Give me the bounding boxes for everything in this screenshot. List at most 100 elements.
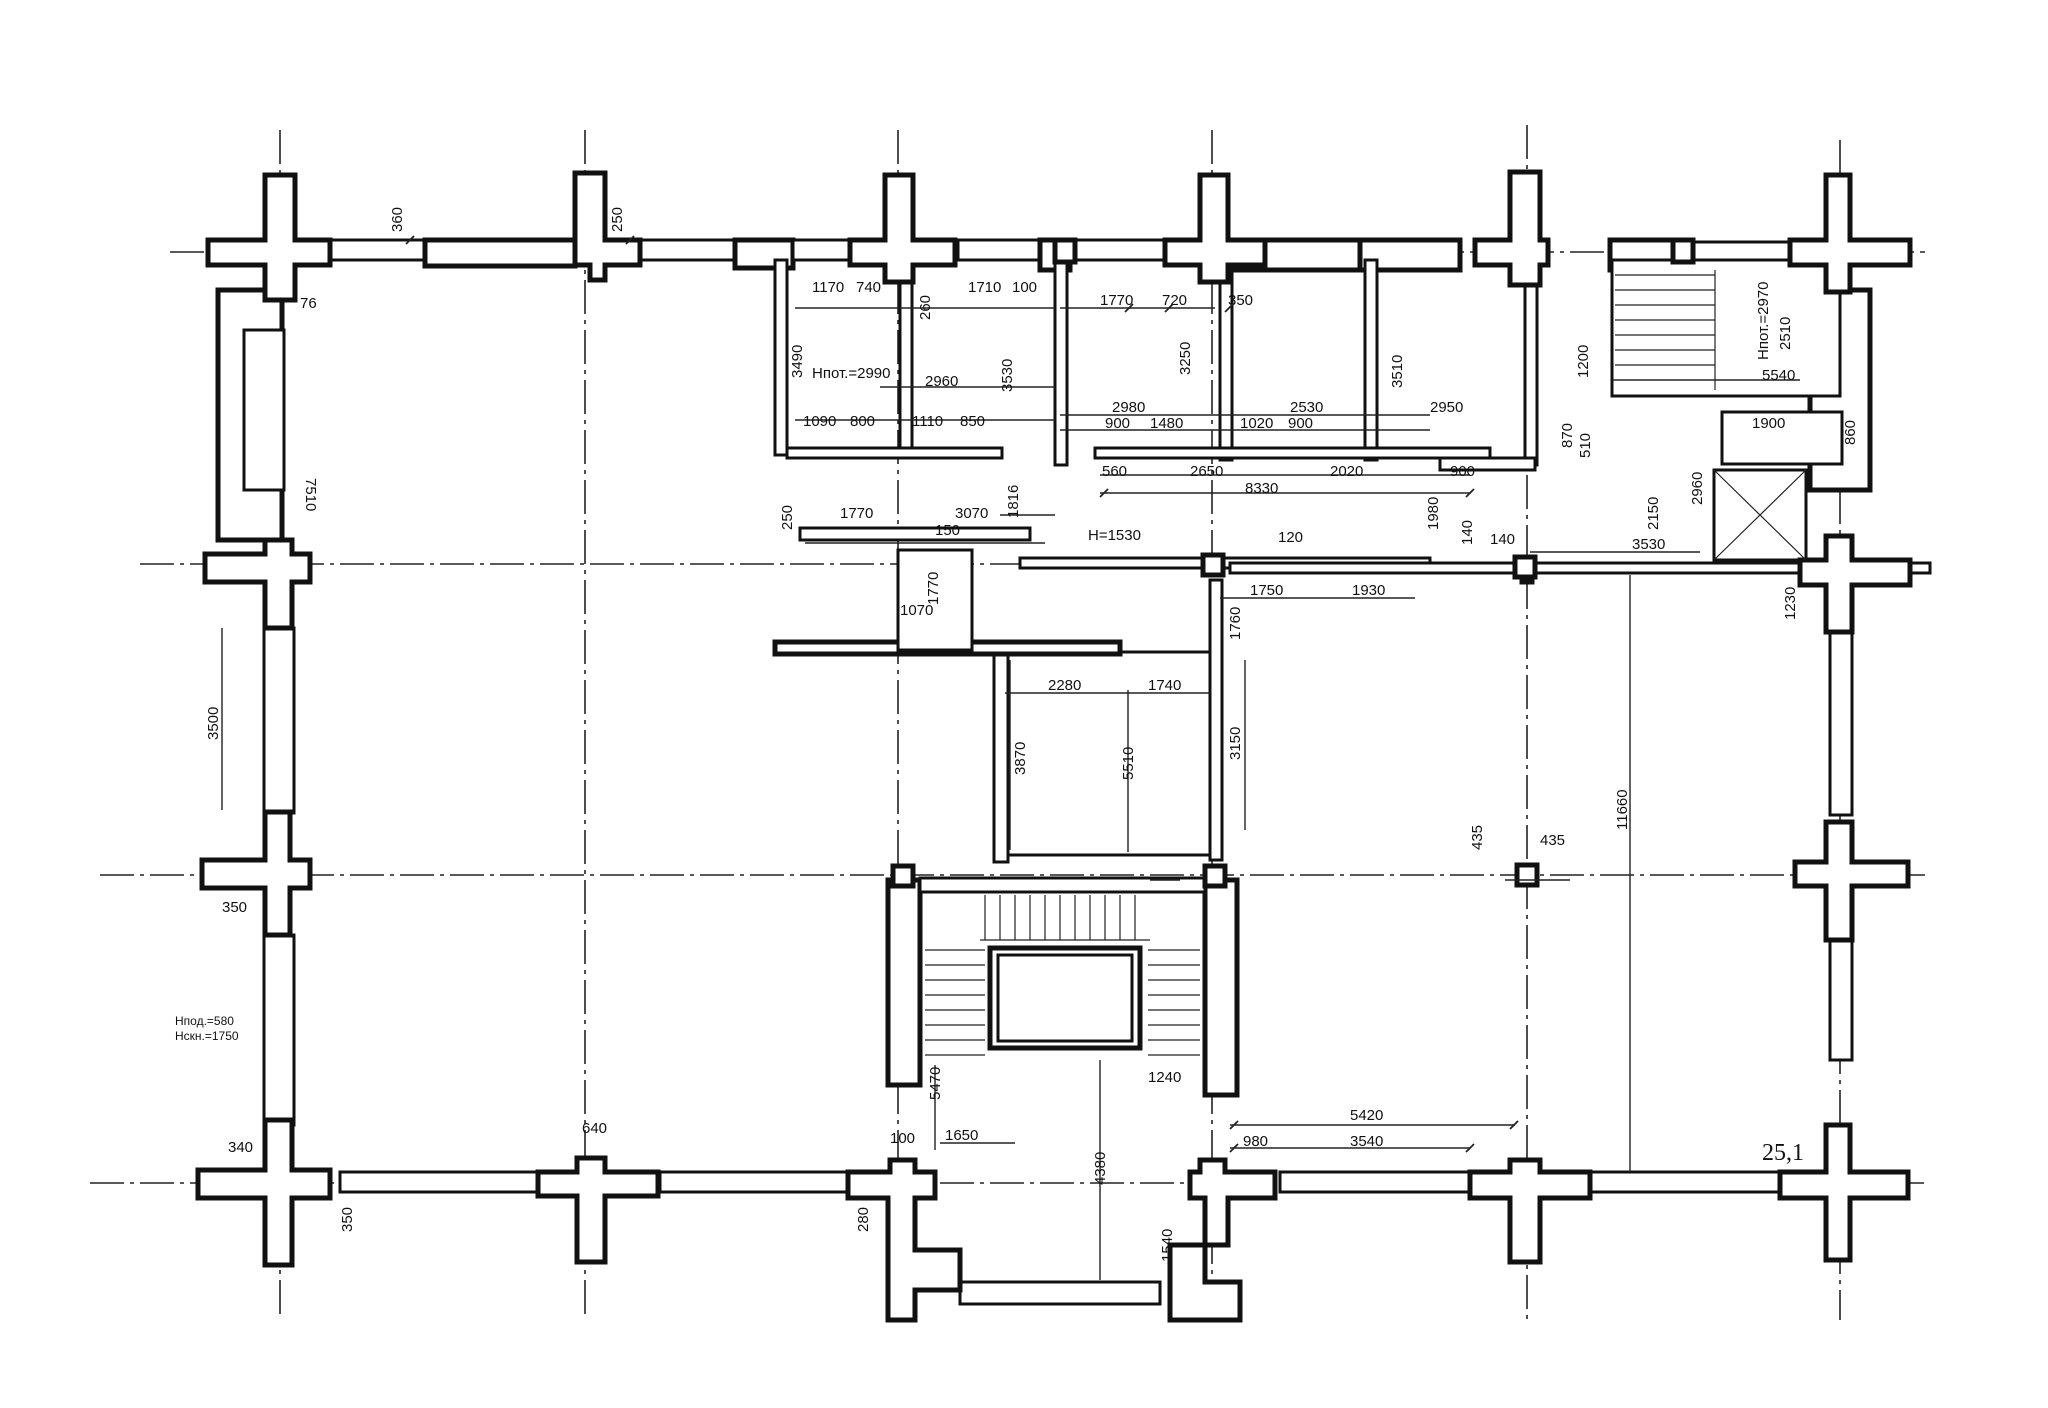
column-square-1	[1200, 552, 1226, 578]
dim-label-36: 2510	[1777, 317, 1794, 350]
dim-label-22: 900	[1105, 415, 1130, 432]
dim-label-45: 150	[935, 522, 960, 539]
dim-label-73: 100	[890, 1130, 915, 1147]
columns	[195, 169, 1913, 1323]
dim-label-34: 1200	[1575, 345, 1592, 378]
dim-label-11: 3530	[999, 359, 1016, 392]
column-bottom-5	[1467, 1157, 1593, 1265]
dim-label-4: 7510	[302, 478, 319, 511]
wall-bottom-entry	[958, 1280, 1162, 1306]
wall-top-5	[791, 238, 855, 262]
column-bottom-2	[535, 1155, 661, 1265]
dim-label-79: 280	[855, 1207, 872, 1232]
dim-label-78: 3540	[1350, 1133, 1383, 1150]
column-square-4	[890, 863, 916, 889]
corridor-wall	[798, 526, 1032, 542]
dim-label-67: 3500	[205, 707, 222, 740]
wall-top-12	[1688, 240, 1792, 262]
dim-label-15: 1110	[912, 413, 943, 430]
note-h-skn: Нскн.=1750	[175, 1029, 239, 1043]
room-partition-2	[898, 258, 914, 457]
dim-label-64: 435	[1469, 825, 1486, 850]
dim-label-2: 250	[609, 207, 626, 232]
dim-label-58: 2280	[1048, 677, 1081, 694]
dim-label-9: 1710	[968, 279, 1001, 296]
dim-label-57: 1760	[1227, 607, 1244, 640]
wc-room	[896, 548, 974, 652]
room-bottom-line-3	[1438, 456, 1537, 472]
dim-label-8: 260	[917, 295, 934, 320]
dim-label-31: 2020	[1330, 463, 1363, 480]
upper-stair-box	[1610, 258, 1842, 398]
dim-label-14: 800	[850, 413, 875, 430]
dim-label-21: 2980	[1112, 399, 1145, 416]
dim-label-26: 2530	[1290, 399, 1323, 416]
column-bottom-6	[1777, 1122, 1911, 1263]
note-h-pot-right: Нпот.=2970	[1755, 282, 1772, 360]
dim-label-25: 900	[1288, 415, 1313, 432]
wall-bottom-4	[1588, 1170, 1782, 1194]
dim-label-5: 1170	[812, 279, 844, 296]
room-partition-6	[1523, 263, 1539, 467]
dim-label-32: 900	[1450, 463, 1475, 480]
dim-label-61: 5510	[1120, 747, 1137, 780]
dim-label-49: 140	[1459, 520, 1476, 545]
dim-label-47: 120	[1278, 529, 1303, 546]
dim-label-69: 5470	[927, 1067, 944, 1100]
dim-label-65: 435	[1540, 832, 1565, 849]
dim-label-35: 5540	[1762, 367, 1795, 384]
column-bottom-4	[1167, 1157, 1278, 1323]
room-bottom-line-1	[785, 446, 1004, 460]
dim-label-37: 870	[1559, 423, 1576, 448]
dim-label-56: 1930	[1352, 582, 1385, 599]
dim-label-1: 360	[389, 207, 406, 232]
dim-label-74: 1650	[945, 1127, 978, 1144]
corridor-wall-3	[1228, 561, 1932, 575]
dim-label-76: 5420	[1350, 1107, 1383, 1124]
column-right-3	[1792, 819, 1911, 943]
dim-label-30: 2650	[1190, 463, 1223, 480]
central-room	[1006, 650, 1222, 857]
wall-right-2	[1828, 938, 1854, 1062]
wall-bottom-2	[658, 1170, 852, 1194]
note-h-pot-left: Нпот.=2990	[812, 365, 890, 382]
column-left-2	[202, 537, 313, 631]
dim-label-41: 2960	[1689, 472, 1706, 505]
stair-treads-top	[980, 895, 1150, 941]
wall-top-2	[422, 237, 578, 269]
note-h-pod: Нпод.=580	[175, 1014, 234, 1028]
column-top-6	[1787, 172, 1913, 295]
dim-label-55: 1750	[1250, 582, 1283, 599]
dim-label-71: 340	[228, 1139, 253, 1156]
room-bottom-line-2	[1093, 446, 1492, 460]
stairs	[925, 270, 1807, 1056]
column-top-1	[205, 172, 333, 303]
stair-well-inner	[996, 953, 1134, 1043]
wall-bottom-1	[338, 1170, 542, 1194]
dim-label-48: 1980	[1425, 497, 1442, 530]
wall-left-window	[242, 328, 286, 492]
dim-label-43: 1770	[840, 505, 873, 522]
wall-left-mid	[262, 626, 296, 815]
dim-label-16: 850	[960, 413, 985, 430]
stair-treads-upper-right	[1615, 270, 1716, 390]
dimension-ticks	[405, 235, 1519, 1153]
sheet-number: 25,1	[1762, 1140, 1804, 1166]
wc-right	[1720, 410, 1844, 466]
dim-label-17: 1770	[1100, 292, 1133, 309]
dim-label-50: 140	[1490, 531, 1515, 548]
dim-label-23: 1480	[1150, 415, 1183, 432]
dim-label-28: 2950	[1430, 399, 1463, 416]
column-right-2	[1797, 533, 1913, 635]
dim-label-54: 1770	[925, 572, 942, 605]
column-top-2	[572, 170, 643, 283]
column-top-4	[1162, 172, 1268, 285]
dim-label-38: 510	[1577, 433, 1594, 458]
wall-top-8	[1068, 238, 1172, 262]
wall-left-low1	[262, 933, 296, 1127]
dim-label-52: 2150	[1645, 497, 1662, 530]
walls	[215, 237, 1932, 1306]
dim-label-70: 1240	[1148, 1069, 1181, 1086]
dim-label-72: 640	[582, 1120, 607, 1137]
dim-label-46: 1816	[1005, 485, 1022, 518]
